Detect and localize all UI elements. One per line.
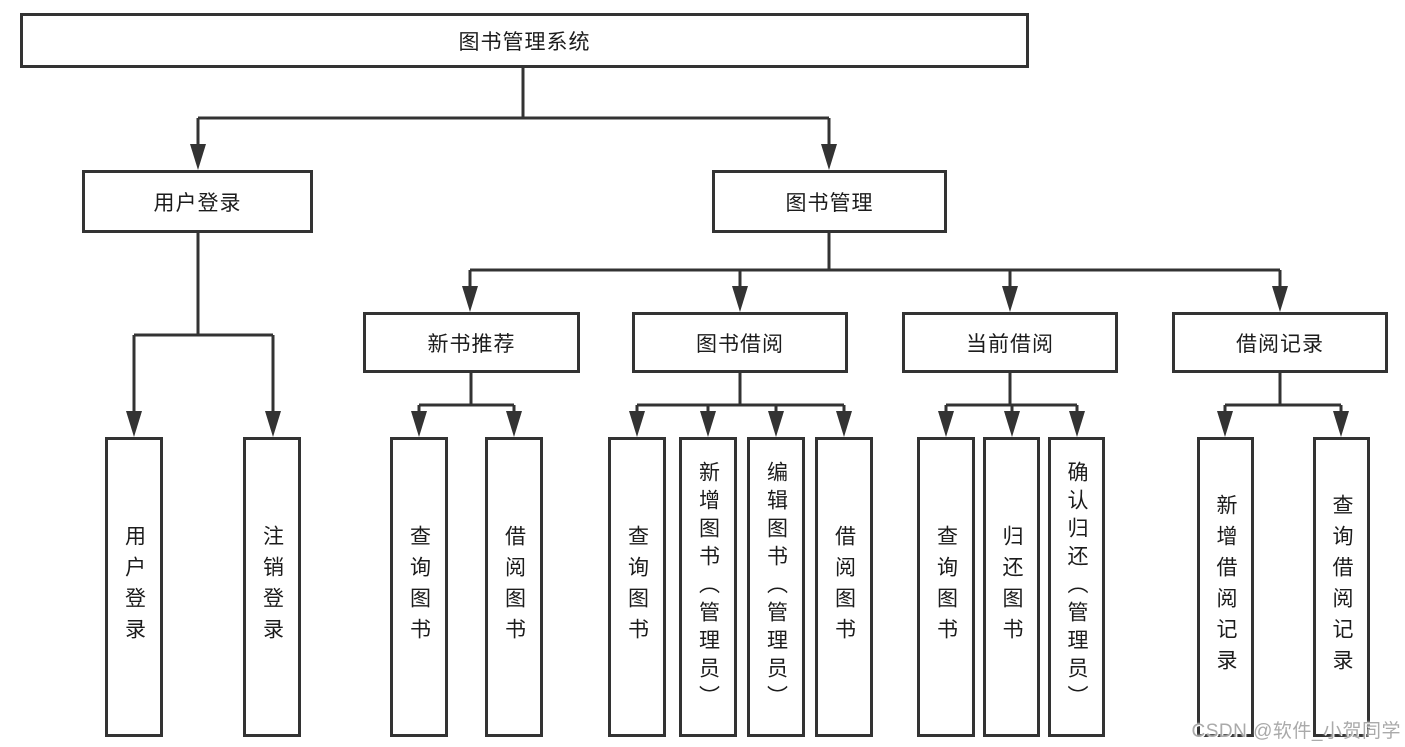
- leaf-node-label: 注销登录: [260, 525, 284, 649]
- module-node-borrow-record: 借阅记录: [1172, 312, 1388, 373]
- arrowheads: [126, 144, 1349, 437]
- leaf-node-query-books-2: 查询图书: [608, 437, 666, 737]
- leaf-node-label: 用户登录: [122, 525, 146, 649]
- module-node-label: 图书借阅: [696, 332, 784, 356]
- leaf-node-label: 查询图书: [407, 525, 431, 649]
- module-node-label: 新书推荐: [427, 332, 516, 356]
- branch-node-label: 用户登录: [153, 191, 242, 215]
- leaf-node-user-login: 用户登录: [105, 437, 163, 737]
- connector-paths: [132, 68, 1343, 418]
- leaf-node-logout: 注销登录: [243, 437, 301, 737]
- leaf-node-label: 查询图书: [934, 525, 958, 649]
- root-node-library-system: 图书管理系统: [20, 13, 1029, 68]
- leaf-node-label: 查询图书: [625, 525, 649, 649]
- leaf-node-label: 借阅图书: [832, 525, 856, 649]
- module-node-book-borrow: 图书借阅: [632, 312, 848, 373]
- leaf-node-label: 确认归还（管理员）: [1065, 461, 1088, 713]
- module-node-label: 当前借阅: [966, 332, 1054, 356]
- leaf-node-return-books: 归还图书: [983, 437, 1040, 737]
- module-node-label: 借阅记录: [1236, 332, 1324, 356]
- leaf-node-add-borrow-record: 新增借阅记录: [1197, 437, 1254, 737]
- leaf-node-query-books-3: 查询图书: [917, 437, 975, 737]
- leaf-node-borrow-books-1: 借阅图书: [485, 437, 543, 737]
- root-node-label: 图书管理系统: [458, 30, 591, 54]
- module-node-current-borrow: 当前借阅: [902, 312, 1118, 373]
- branch-node-book-manage: 图书管理: [712, 170, 947, 233]
- leaf-node-label: 编辑图书（管理员）: [764, 461, 788, 713]
- csdn-watermark: CSDN @软件_小贺同学: [1191, 721, 1401, 742]
- leaf-node-edit-books-admin: 编辑图书（管理员）: [747, 437, 805, 737]
- leaf-node-label: 归还图书: [1000, 525, 1023, 649]
- module-node-new-book-recommend: 新书推荐: [363, 312, 580, 373]
- leaf-node-query-books-1: 查询图书: [390, 437, 448, 737]
- leaf-node-label: 借阅图书: [502, 525, 526, 649]
- leaf-node-query-borrow-record: 查询借阅记录: [1313, 437, 1370, 737]
- branch-node-user-login: 用户登录: [82, 170, 313, 233]
- leaf-node-borrow-books-2: 借阅图书: [815, 437, 873, 737]
- leaf-node-add-books-admin: 新增图书（管理员）: [679, 437, 737, 737]
- leaf-node-label: 新增借阅记录: [1214, 494, 1237, 680]
- leaf-node-label: 新增图书（管理员）: [696, 461, 720, 713]
- leaf-node-confirm-return-admin: 确认归还（管理员）: [1048, 437, 1105, 737]
- branch-node-label: 图书管理: [785, 191, 874, 215]
- leaf-node-label: 查询借阅记录: [1330, 494, 1353, 680]
